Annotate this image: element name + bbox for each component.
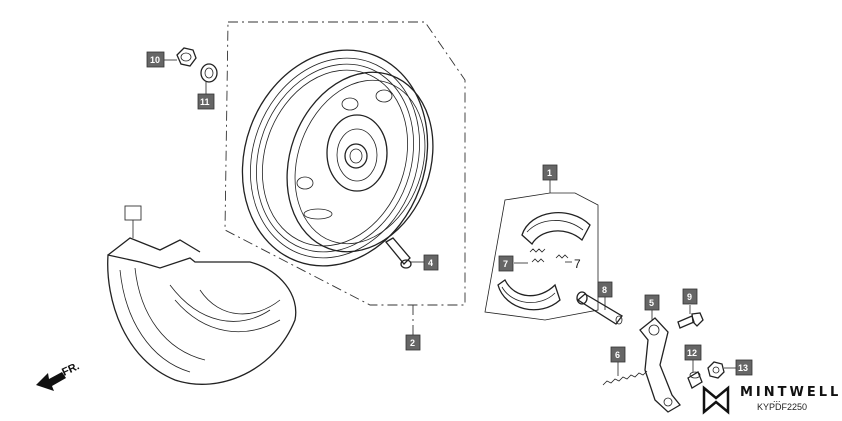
svg-text:2: 2 bbox=[410, 338, 415, 348]
brake-arm bbox=[639, 317, 681, 413]
svg-text:13: 13 bbox=[738, 363, 748, 373]
collar bbox=[687, 371, 703, 389]
brake-shoe-group-outline bbox=[484, 180, 599, 321]
brake-springs bbox=[529, 248, 569, 263]
svg-text:6: 6 bbox=[615, 350, 620, 360]
wheel-rim bbox=[241, 49, 434, 267]
svg-text:1: 1 bbox=[547, 168, 552, 178]
brake-cam bbox=[576, 291, 623, 325]
callout-8: 8 bbox=[597, 281, 613, 298]
svg-text:9: 9 bbox=[687, 292, 692, 302]
svg-text:5: 5 bbox=[649, 298, 654, 308]
valve-stem bbox=[385, 237, 412, 269]
label-7: 7 bbox=[574, 257, 581, 271]
callout-13: 13 bbox=[735, 359, 753, 376]
brake-shoe-upper bbox=[521, 212, 591, 246]
brake-shoe-lower bbox=[497, 279, 561, 311]
axle-nut bbox=[176, 47, 197, 67]
svg-text:11: 11 bbox=[200, 97, 210, 107]
svg-text:7: 7 bbox=[503, 259, 508, 269]
return-spring bbox=[602, 370, 648, 386]
callout-2: 2 bbox=[405, 334, 421, 351]
callout-6: 6 bbox=[610, 346, 626, 363]
callout-10: 10 bbox=[146, 51, 165, 68]
svg-text:10: 10 bbox=[150, 55, 160, 65]
brand-logo: MINTWELL ... KYPDF2250 bbox=[702, 385, 841, 415]
svg-text:8: 8 bbox=[602, 285, 607, 295]
brand-tagline: ... bbox=[773, 394, 781, 404]
bolt bbox=[677, 312, 704, 329]
brand-name: MINTWELL bbox=[740, 385, 841, 400]
tire bbox=[107, 237, 297, 385]
svg-text:4: 4 bbox=[428, 258, 433, 268]
callout-9: 9 bbox=[682, 288, 698, 305]
washer bbox=[200, 63, 218, 83]
callout-blank bbox=[124, 205, 142, 221]
svg-text:12: 12 bbox=[687, 348, 697, 358]
front-direction-arrow: FR. bbox=[36, 360, 81, 391]
callout-7: 7 bbox=[498, 255, 514, 272]
callout-4: 4 bbox=[423, 254, 439, 271]
callout-5: 5 bbox=[644, 294, 660, 311]
callout-12: 12 bbox=[684, 344, 702, 361]
drawing-code: KYPDF2250 bbox=[757, 402, 807, 412]
small-nut bbox=[707, 361, 725, 379]
callout-1: 1 bbox=[542, 164, 558, 181]
front-direction-label: FR. bbox=[60, 360, 81, 378]
callout-11: 11 bbox=[197, 93, 215, 110]
